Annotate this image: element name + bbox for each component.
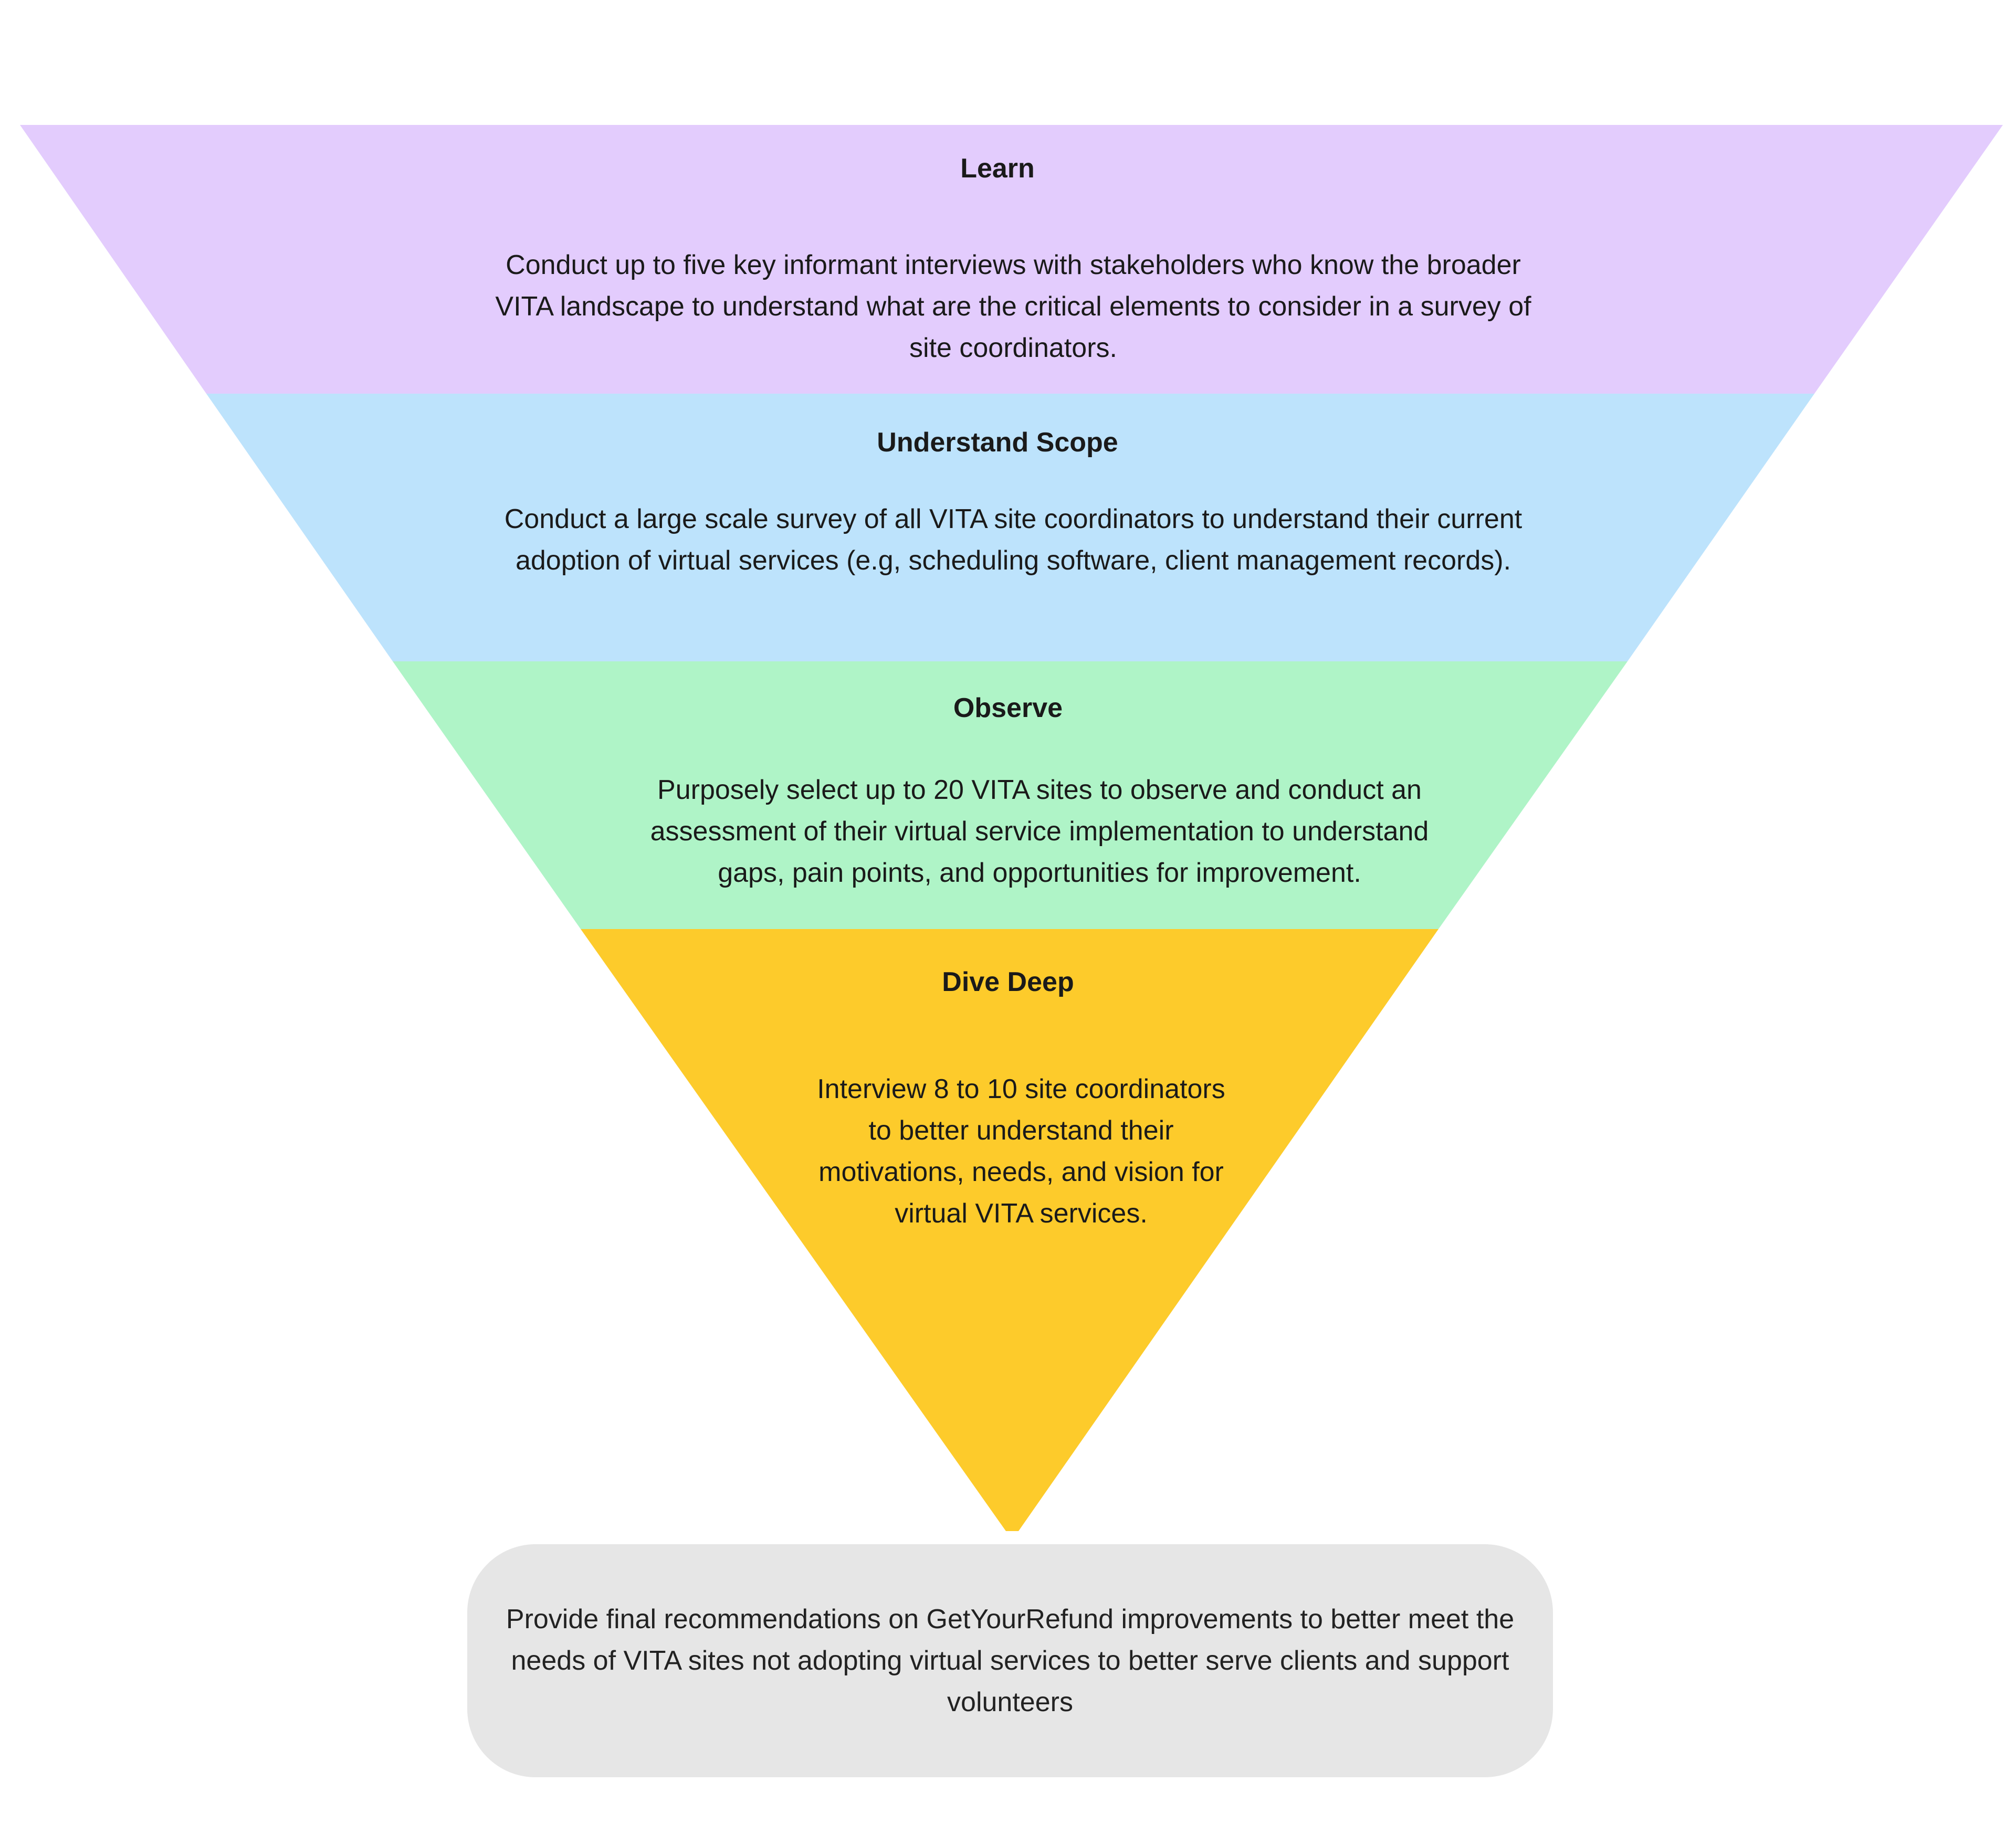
stage-dive-deep-description: Interview 8 to 10 site coordinators to b…: [817, 1074, 1225, 1229]
stage-learn-band: [20, 125, 2003, 394]
stage-learn-title: Learn: [960, 153, 1035, 184]
stage-learn-description: Conduct up to five key informant intervi…: [495, 250, 1531, 363]
stage-understand-scope-description: Conduct a large scale survey of all VITA…: [504, 504, 1522, 576]
stage-observe-band: [393, 661, 1628, 929]
stage-understand-scope-title: Understand Scope: [877, 427, 1118, 458]
stage-dive-deep-band: [581, 929, 1438, 1531]
stage-observe-title: Observe: [953, 693, 1063, 723]
final-recommendation-text: Provide final recommendations on GetYour…: [506, 1604, 1515, 1717]
stage-understand-scope-band: [206, 394, 1814, 661]
stage-dive-deep-title: Dive Deep: [942, 967, 1074, 997]
final-recommendation-box: Provide final recommendations on GetYour…: [467, 1544, 1553, 1777]
stage-observe-description: Purposely select up to 20 VITA sites to …: [650, 775, 1429, 888]
